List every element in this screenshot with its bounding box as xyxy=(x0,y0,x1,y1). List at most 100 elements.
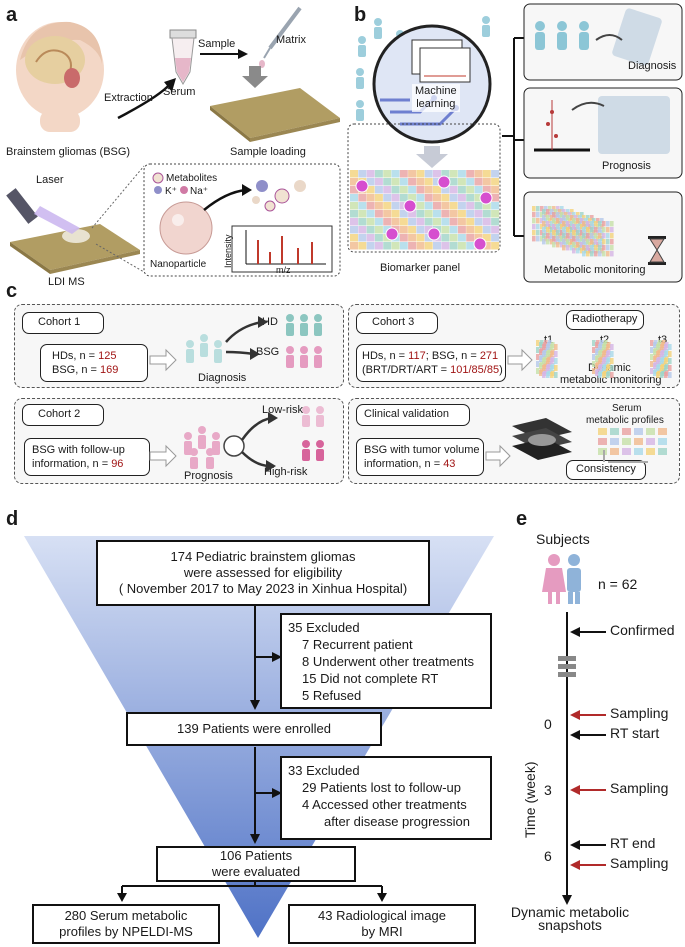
monitoring-stack xyxy=(532,206,614,257)
evaluated-line2: were evaluated xyxy=(211,864,301,879)
consistency-label: Consistency xyxy=(576,463,636,475)
biomarker-panel-label: Biomarker panel xyxy=(380,262,461,274)
eligibility-line1: 174 Pediatric brainstem gliomas xyxy=(170,549,356,564)
time-0: 0 xyxy=(544,716,552,732)
sampling-3: Sampling xyxy=(610,780,669,796)
time-stacks xyxy=(536,340,672,378)
clinical-title-box xyxy=(356,404,470,426)
cohort2-footer: Prognosis xyxy=(184,470,233,482)
cohort2-title: Cohort 2 xyxy=(38,408,81,420)
eligibility-line2: were assessed for eligibility xyxy=(183,565,343,580)
metabolic-monitoring-c-label: metabolic monitoring xyxy=(560,374,662,386)
bsg-label: Brainstem gliomas (BSG) xyxy=(6,146,131,158)
excl1-item4: 5 Refused xyxy=(302,688,362,703)
metabolic-monitoring-label: Metabolic monitoring xyxy=(544,264,646,276)
snapshots-label: Dynamic metabolic snapshots xyxy=(500,904,640,933)
excl1-item1: 7 Recurrent patient xyxy=(302,637,413,652)
child-head-illustration xyxy=(16,21,104,132)
subjects-n: n = 62 xyxy=(598,576,638,592)
excl1-title: 35 Excluded xyxy=(288,620,360,635)
extraction-label: Extraction xyxy=(104,92,153,104)
hourglass-icon xyxy=(648,236,666,265)
cohort1-footer: Diagnosis xyxy=(198,372,247,384)
stack-icon xyxy=(558,656,576,677)
cohort1-title: Cohort 1 xyxy=(38,316,81,328)
k-ion-label: K⁺ xyxy=(165,186,177,197)
exclusion-box-1: 35 Excluded 7 Recurrent patient 8 Underw… xyxy=(280,613,492,709)
cohort2-line1: BSG with follow-up xyxy=(32,444,125,456)
consistency-box xyxy=(566,460,646,480)
biomarker-mosaic xyxy=(350,170,500,251)
cohort3-line2: (BRT/DRT/ART = 101/85/85) xyxy=(362,364,503,376)
evaluated-line1: 106 Patients xyxy=(219,848,293,863)
out2-line1: 43 Radiological image xyxy=(318,908,446,923)
cohort3-title: Cohort 3 xyxy=(372,316,415,328)
panel-d-letter: d xyxy=(6,508,19,530)
clinical-title: Clinical validation xyxy=(364,408,449,420)
cohort1-bsg-line: BSG, n = 169 xyxy=(52,364,119,376)
cohort2-title-box xyxy=(22,404,104,426)
sample-plate xyxy=(210,88,340,142)
cohort1-hds-line: HDs, n = 125 xyxy=(52,350,117,362)
serum-profile-grid xyxy=(598,428,667,455)
sample-label: Sample xyxy=(198,38,236,50)
serum-profiles-label: metabolic profiles xyxy=(586,415,664,426)
mz-label: m/z xyxy=(276,265,291,275)
nanoparticle-label: Nanoparticle xyxy=(150,259,207,270)
time-3: 3 xyxy=(544,782,552,798)
cohort2-line2: information, n = 96 xyxy=(32,458,124,470)
panel-b-letter: b xyxy=(354,4,367,26)
mri-stack xyxy=(512,418,572,460)
ldi-ms-label: LDI MS xyxy=(48,276,85,288)
out1-line2: profiles by NPELDI-MS xyxy=(59,924,193,939)
panel-c-letter: c xyxy=(6,280,18,302)
sampling-6: Sampling xyxy=(610,855,669,871)
confirmed-label: Confirmed xyxy=(610,622,675,638)
panel-e-letter: e xyxy=(516,508,528,530)
subjects-label: Subjects xyxy=(536,531,590,547)
snapshots-line1: Dynamic metabolic xyxy=(510,904,630,920)
serum-label-c: Serum xyxy=(612,403,642,414)
cohort2-high: High-risk xyxy=(264,466,308,478)
cohort1-bsg-out: BSG xyxy=(256,346,280,358)
clinical-count-box xyxy=(356,438,484,476)
na-ion-label: Na⁺ xyxy=(190,186,209,197)
excl2-item1: 29 Patients lost to follow-up xyxy=(302,780,461,795)
cohort1-count-box xyxy=(40,344,148,382)
rt-start-label: RT start xyxy=(610,725,660,741)
out1-line1: 280 Serum metabolic xyxy=(64,908,188,923)
serum-tube xyxy=(169,29,197,85)
diagnosis-label: Diagnosis xyxy=(628,60,677,72)
laser-beam xyxy=(6,188,80,234)
out2-line2: by MRI xyxy=(361,924,403,939)
serum-profiles-box: 280 Serum metabolic profiles by NPELDI-M… xyxy=(32,904,220,944)
pipette xyxy=(259,6,302,68)
snapshots-line2: snapshots xyxy=(538,917,602,933)
nanoparticle-sphere xyxy=(159,201,213,255)
laser-label: Laser xyxy=(36,174,64,186)
sampling-0: Sampling xyxy=(610,705,669,721)
excl2-item3: after disease progression xyxy=(324,814,470,829)
rt-end-label: RT end xyxy=(610,835,656,851)
time-6: 6 xyxy=(544,848,552,864)
cohort3-title-box xyxy=(356,312,438,334)
prognosis-label: Prognosis xyxy=(602,160,651,172)
eligibility-box: 174 Pediatric brainstem gliomas were ass… xyxy=(96,540,430,606)
cohort3-line1: HDs, n = 117; BSG, n = 271 xyxy=(362,350,499,362)
serum-label: Serum xyxy=(163,86,196,98)
mri-box: 43 Radiological image by MRI xyxy=(288,904,476,944)
cohort1-title-box xyxy=(22,312,104,334)
excl1-item2: 8 Underwent other treatments xyxy=(302,654,474,669)
machine-learning-label: Machine learning xyxy=(412,84,460,112)
subjects-icon xyxy=(542,554,581,604)
clinical-line1: BSG with tumor volume xyxy=(364,444,480,456)
cohort2-count-box xyxy=(24,438,150,476)
time-axis-label: Time (week) xyxy=(522,761,538,839)
cohort1-hd-label: HD xyxy=(262,316,278,328)
clinical-line2: information, n = 43 xyxy=(364,458,456,470)
sample-loading-label: Sample loading xyxy=(230,146,306,158)
